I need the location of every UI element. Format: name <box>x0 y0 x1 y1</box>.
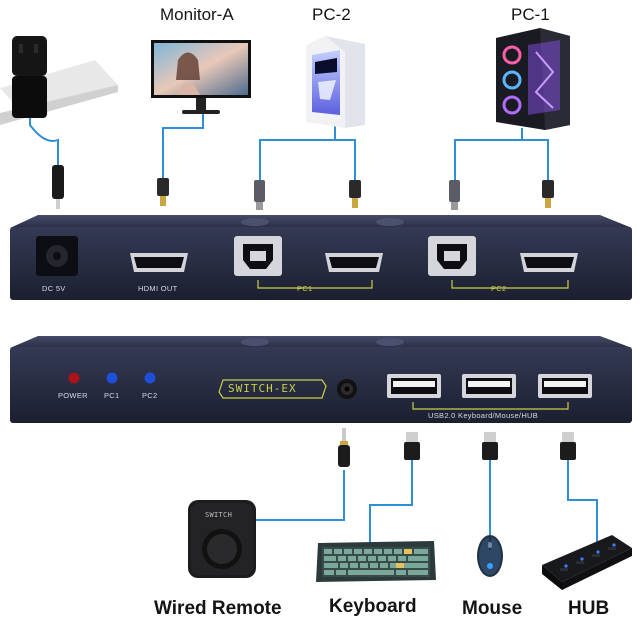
pc1-usb-cable <box>454 128 523 182</box>
pc1-hdmi-port <box>325 253 383 272</box>
hdmi-out-label: HDMI OUT <box>138 284 178 293</box>
hub-icon <box>542 535 632 590</box>
power-cable <box>29 75 59 178</box>
pc2-hdmi-port <box>520 253 578 272</box>
mouse-label: Mouse <box>462 598 523 619</box>
remote-label: Wired Remote <box>154 598 282 619</box>
pc2-group-label: PC2 <box>491 284 507 293</box>
pc1-icon <box>449 28 570 210</box>
power-led <box>68 372 80 384</box>
keyboard-label: Keyboard <box>329 596 417 617</box>
usb-a-port-1 <box>387 374 441 398</box>
pc1-led-label: PC1 <box>104 391 120 400</box>
usb-a-port-2 <box>462 374 516 398</box>
mouse-icon <box>477 535 503 577</box>
dc-label: DC 5V <box>42 284 66 293</box>
pc2-led-label: PC2 <box>142 391 158 400</box>
wired-remote-icon <box>188 500 256 578</box>
lower-connectors <box>338 428 576 467</box>
pc1-usb-b-port <box>234 236 282 276</box>
rear-panel <box>10 215 632 300</box>
cables <box>29 75 598 550</box>
pc2-hdmi-cable <box>335 139 356 182</box>
hub-label: HUB <box>568 598 610 619</box>
power-led-label: POWER <box>58 391 88 400</box>
hdmi-out-port <box>130 253 188 272</box>
pc1-hdmi-cable <box>522 139 549 182</box>
pc2-led <box>144 372 156 384</box>
brand-label: SWITCH-EX <box>228 382 297 395</box>
remote-face-text: SWITCH <box>205 511 233 519</box>
monitor-label: Monitor-A <box>160 5 234 24</box>
monitor-cable <box>162 112 204 180</box>
front-panel <box>10 336 632 423</box>
pc1-label: PC-1 <box>511 5 550 24</box>
usb-group-label: USB2.0 Keyboard/Mouse/HUB <box>428 411 539 420</box>
switch-ex-badge <box>218 379 327 399</box>
pc2-label: PC-2 <box>312 5 351 24</box>
pc2-usb-cable <box>259 125 336 182</box>
hub-cable <box>567 458 598 550</box>
pc1-group-label: PC1 <box>297 284 313 293</box>
power-adapter-icon <box>0 36 118 209</box>
keyboard-cable <box>369 458 413 545</box>
usb-a-port-3 <box>538 374 592 398</box>
pc2-icon <box>254 36 365 210</box>
keyboard-icon <box>316 541 436 582</box>
pc2-usb-b-port <box>428 236 476 276</box>
monitor-icon <box>151 40 251 206</box>
remote-cable <box>254 470 345 548</box>
pc1-led <box>106 372 118 384</box>
